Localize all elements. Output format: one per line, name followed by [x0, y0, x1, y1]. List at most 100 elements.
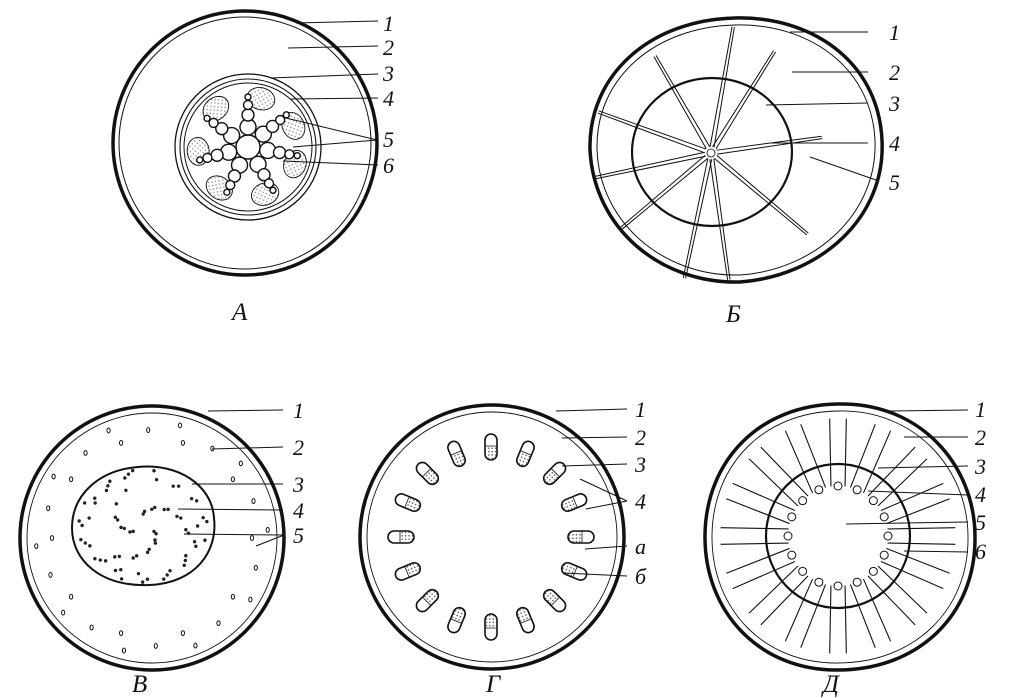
figure-v-label-3: 3 [292, 472, 304, 497]
vascular-bundle [69, 594, 72, 599]
xylem-vessel [226, 181, 235, 190]
vascular-bundle [115, 502, 118, 505]
vascular-bundle [203, 539, 206, 542]
vascular-bundle [50, 536, 53, 541]
figure-d-caption: Д [821, 671, 841, 698]
vascular-bundle [123, 476, 126, 479]
wedge-tip [815, 486, 823, 494]
vascular-bundle [119, 568, 122, 571]
medullary-ray [593, 152, 704, 176]
figure-g-label-b: б [635, 564, 647, 589]
vascular-bundle [113, 555, 116, 558]
figure-b-label-3: 3 [888, 91, 900, 116]
figure-g-caption: Г [485, 671, 502, 698]
collateral-bundle [515, 440, 536, 469]
vascular-bundle [154, 541, 157, 544]
collateral-bundle [560, 561, 589, 582]
xylem-vessel [244, 101, 253, 110]
vascular-bundle [193, 540, 196, 543]
medullary-ray [717, 139, 822, 155]
vascular-bundle [141, 580, 144, 583]
vascular-bundle [124, 489, 127, 492]
figure-a: 1 2 3 4 5 6 А [113, 11, 394, 326]
medullary-ray [654, 57, 706, 149]
figure-b-caption: Б [725, 301, 741, 328]
figure-g-label-a: а [635, 534, 646, 559]
figure-d-inner-ring [712, 411, 968, 663]
vascular-bundle [108, 480, 111, 483]
collateral-bundle [414, 587, 441, 614]
figure-d-label-4: 4 [975, 482, 986, 507]
wedge-edge [830, 419, 831, 487]
xylem-vessel [265, 179, 274, 188]
figure-g-label-3: 3 [634, 452, 646, 477]
vascular-bundle [78, 519, 81, 522]
vascular-bundle [114, 569, 117, 572]
wedge-edge [721, 543, 789, 544]
vascular-bundle [205, 520, 208, 523]
wedge-edge [850, 584, 875, 647]
vascular-bundle [119, 631, 122, 636]
vascular-bundle [105, 489, 108, 492]
vascular-bundle [146, 578, 149, 581]
collateral-bundle [394, 561, 423, 582]
vascular-bundle [52, 474, 55, 479]
figure-v-label-1: 1 [293, 398, 304, 423]
medullary-ray [594, 156, 706, 179]
vascular-bundle [69, 477, 72, 482]
medullary-ray [618, 155, 705, 229]
wedge-tip [788, 551, 796, 559]
figure-g-vascular-bundles-ring [388, 434, 594, 640]
figure-b-label-5: 5 [889, 170, 900, 195]
xylem-vessel [283, 112, 289, 118]
vascular-bundle [132, 530, 135, 533]
medullary-ray [686, 159, 712, 278]
wedge-edge [801, 424, 826, 487]
vascular-bundle [152, 469, 155, 472]
wedge-edge [886, 499, 949, 524]
collateral-bundle [560, 492, 589, 513]
vascular-bundle [184, 559, 187, 562]
figure-v: 1 2 3 4 5 В [20, 398, 304, 698]
vascular-bundle [80, 524, 83, 527]
wedge-edge [888, 543, 956, 544]
vascular-bundle [181, 440, 184, 445]
phloem-patch [277, 109, 309, 144]
vascular-bundle [194, 545, 197, 548]
medullary-ray [714, 158, 806, 235]
figure-a-leader-lines [270, 21, 378, 165]
collateral-bundle [541, 460, 568, 487]
figure-d-outer-ring [705, 404, 975, 670]
vascular-bundle [135, 554, 138, 557]
vascular-bundle [93, 497, 96, 500]
vascular-bundle [239, 461, 242, 466]
wedge-edge [850, 424, 875, 487]
collateral-bundle [414, 460, 441, 487]
wedge-edge [845, 586, 846, 654]
vascular-bundle [154, 644, 157, 649]
xylem-vessel [270, 187, 276, 193]
wedge-tip [788, 513, 796, 521]
figure-b-label-2: 2 [889, 60, 900, 85]
vascular-bundle [131, 469, 134, 472]
vascular-bundle [47, 506, 50, 511]
figure-d-leader-lines [846, 410, 968, 552]
wedge-tip [869, 567, 877, 575]
vascular-bundle [181, 631, 184, 636]
wedge-tip [853, 578, 861, 586]
figure-a-caption: А [230, 299, 248, 326]
wedge-tip [834, 582, 842, 590]
vascular-bundle [122, 648, 125, 653]
collateral-bundle [541, 587, 568, 614]
vascular-bundle [106, 484, 109, 487]
vascular-bundle [120, 577, 123, 580]
wedge-tip [880, 513, 888, 521]
figure-b-leader-lines [766, 32, 876, 180]
vascular-bundle [231, 477, 234, 482]
vascular-bundle [250, 536, 253, 541]
figure-d-vascular-wedges [721, 419, 956, 654]
vascular-bundle [88, 544, 91, 547]
wedge-tip [869, 497, 877, 505]
wedge-tip [884, 532, 892, 540]
vascular-bundle [132, 556, 135, 559]
